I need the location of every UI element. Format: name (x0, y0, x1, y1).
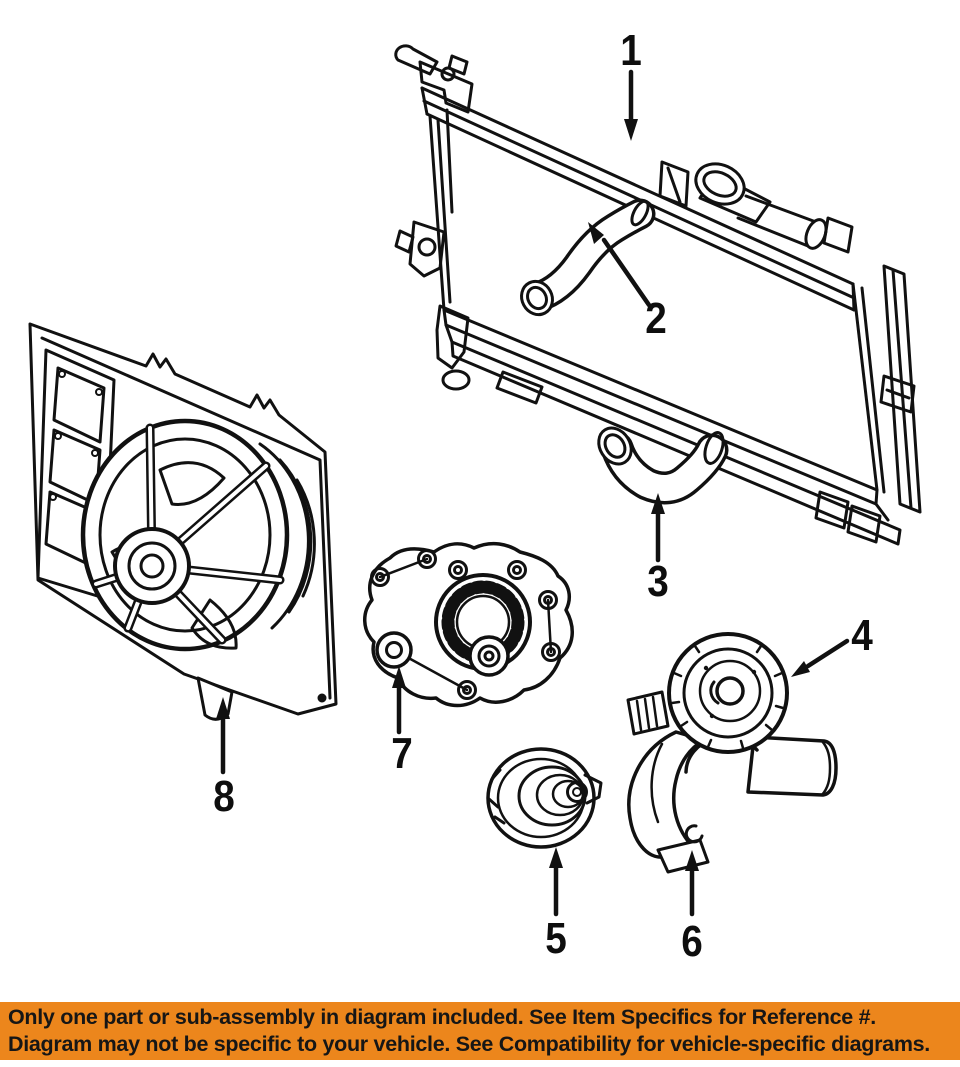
callout-arrow-5 (549, 847, 563, 917)
lower-radiator-hose-drawing (597, 426, 729, 505)
cooling-system-parts-illustration (28, 44, 922, 917)
callout-arrows (216, 69, 850, 917)
thermostat-drawing (486, 747, 603, 849)
callout-arrow-1 (624, 69, 638, 141)
radiator-drawing (394, 44, 922, 546)
callout-arrow-2 (588, 222, 652, 308)
callout-number-7: 7 (391, 729, 413, 778)
callout-arrow-6 (685, 850, 699, 917)
callout-number-5: 5 (545, 914, 567, 963)
callout-number-2: 2 (645, 294, 667, 343)
disclaimer-line-2: Diagram may not be specific to your vehi… (8, 1032, 930, 1056)
callout-arrow-7 (392, 666, 406, 735)
callout-number-4: 4 (851, 611, 873, 660)
disclaimer-line-1: Only one part or sub-assembly in diagram… (8, 1005, 876, 1029)
callout-number-3: 3 (647, 557, 669, 606)
callout-arrow-4 (791, 638, 850, 677)
callout-number-6: 6 (681, 917, 703, 966)
callout-arrow-8 (216, 697, 230, 775)
callout-number-1: 1 (620, 26, 642, 75)
callout-arrow-3 (651, 493, 665, 563)
callout-number-8: 8 (213, 772, 235, 821)
pressure-cap-drawing (667, 632, 789, 754)
disclaimer-banner: Only one part or sub-assembly in diagram… (0, 1002, 960, 1060)
fan-shroud-assembly-drawing (28, 322, 338, 721)
water-pump-drawing (363, 541, 574, 708)
upper-radiator-hose-drawing (520, 198, 656, 317)
